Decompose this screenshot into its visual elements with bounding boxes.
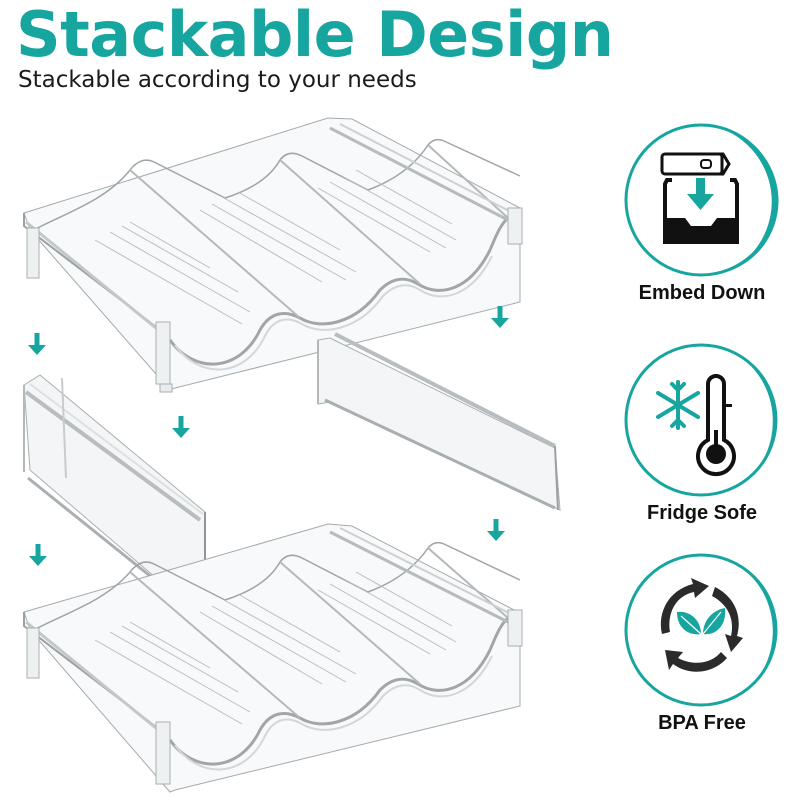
stackable-rack-illustration [23,117,561,793]
right-side-panel [317,332,561,511]
fridge-safe-icon [624,343,778,497]
thermometer-icon [696,374,736,477]
recycle-arrows-icon [660,578,743,672]
bpa-free-icon [624,553,778,707]
feature-embed-down: Embed Down [617,122,787,305]
arrow-down-icon [491,306,509,328]
feature-label: Embed Down [638,282,766,304]
feature-label: Fridge Sofe [646,502,757,524]
embed-down-icon [624,123,779,277]
bottom-rack [23,523,523,793]
arrow-down-icon [29,544,47,566]
arrow-down-icon [172,416,190,438]
arrow-down-icon [487,519,505,541]
feature-label: BPA Free [658,712,746,734]
snowflake-icon [656,380,700,430]
feature-fridge-safe: Fridge Sofe [617,342,787,525]
leaf-icon [677,608,726,635]
assembly-arrows [28,306,509,566]
page-title: Stackable Design [16,0,614,71]
page-subtitle: Stackable according to your needs [18,67,417,93]
feature-bpa-free: BPA Free [617,552,787,735]
arrow-down-icon [28,333,46,355]
left-side-panel [23,374,206,622]
top-rack [23,117,523,393]
